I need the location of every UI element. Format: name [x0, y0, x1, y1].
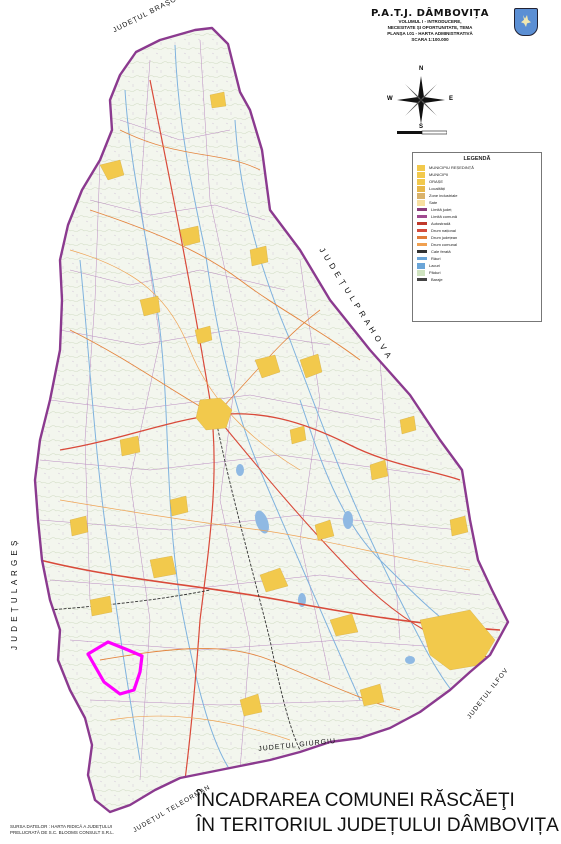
map-title: P.A.T.J. DÂMBOVIȚA	[371, 8, 489, 19]
legend-swatch	[417, 243, 427, 246]
legend-row: Păduri	[413, 269, 541, 276]
legend-row: Limită județ	[413, 206, 541, 213]
legend-swatch	[417, 250, 427, 253]
legend-label: Zone industriale	[429, 193, 458, 198]
legend-title: LEGENDĂ	[463, 156, 491, 162]
legend-swatch	[417, 199, 425, 206]
compass-rose-icon: N S W E	[387, 66, 453, 130]
legend-row: Drum național	[413, 227, 541, 234]
compass-south: S	[419, 124, 424, 130]
map-legend: LEGENDĂ MUNICIPIU REȘEDINȚĂ MUNICIPII ORAȘ…	[412, 152, 542, 322]
legend-row: Lacuri	[413, 262, 541, 269]
map-subtitle-1: VOLUMUL I - INTRODUCERE,	[398, 19, 462, 24]
source-note: SURSA DATELOR : HARTA RIDICĂ A JUDEȚULUI…	[10, 824, 114, 836]
legend-label: Baraje	[431, 277, 443, 282]
legend-row: MUNICIPII	[413, 171, 541, 178]
county-border	[33, 26, 510, 814]
bottom-title-line-2: ÎN TERITORIUL JUDEȚULUI DÂMBOVIȚA	[196, 815, 559, 836]
map-subtitle-2: NECESITATE ȘI OPORTUNITATE, TEMA	[387, 25, 473, 30]
county-crest-icon	[514, 8, 538, 36]
legend-swatch	[417, 192, 425, 199]
legend-swatch	[417, 208, 427, 211]
map-title-block: P.A.T.J. DÂMBOVIȚA VOLUMUL I - INTRODUCE…	[345, 8, 515, 50]
commune-boundaries	[39, 39, 481, 781]
legend-swatch	[417, 215, 427, 218]
legend-label: Limită județ	[431, 207, 452, 212]
legend-label: Drum comunal	[431, 242, 458, 247]
settlements	[69, 91, 496, 717]
legend-label: Râuri	[431, 256, 441, 261]
source-note-line-2: PRELUCRATĂ DE S.C. BLOOMS CONSULT S.R.L.	[10, 830, 115, 835]
compass-north: N	[419, 66, 424, 72]
legend-label: Autostradă	[431, 221, 451, 226]
legend-swatch	[417, 171, 425, 178]
legend-row: Drum județean	[413, 234, 541, 241]
legend-label: Drum național	[431, 228, 456, 233]
legend-row: Zone industriale	[413, 192, 541, 199]
legend-label: ORAȘE	[429, 179, 444, 184]
bottom-title-line-1: ÎNCADRAREA COMUNEI RĂSCĂEŢI	[196, 790, 515, 811]
legend-row: Drum comunal	[413, 241, 541, 248]
county-area	[33, 26, 510, 814]
legend-swatch	[417, 262, 425, 269]
legend-swatch	[417, 269, 425, 276]
legend-swatch	[417, 257, 427, 260]
legend-swatch	[417, 222, 427, 225]
legend-label: Localități	[429, 186, 445, 191]
legend-row: Sate	[413, 199, 541, 206]
source-note-line-1: SURSA DATELOR : HARTA RIDICĂ A JUDEȚULUI	[10, 824, 113, 829]
map-subtitle-3: PLANȘA I.01 - HARTA ADMINISTRATIVĂ	[387, 31, 473, 36]
legend-swatch	[417, 185, 425, 192]
legend-label: Limită comună	[431, 214, 458, 219]
label-judetul-arges: J U D E Ț U L A R G E Ș	[10, 539, 19, 650]
compass-east: E	[449, 96, 454, 102]
legend-label: Drum județean	[431, 235, 458, 240]
legend-swatch	[417, 229, 427, 232]
legend-row: ORAȘE	[413, 178, 541, 185]
legend-row: Limită comună	[413, 213, 541, 220]
legend-label: Sate	[429, 200, 438, 205]
legend-label: Păduri	[429, 270, 441, 275]
legend-row: Râuri	[413, 255, 541, 262]
legend-row: Cale ferată	[413, 248, 541, 255]
legend-row: MUNICIPIU REȘEDINȚĂ	[413, 164, 541, 171]
legend-label: MUNICIPII	[429, 172, 449, 177]
compass-west: W	[387, 96, 393, 102]
legend-swatch	[417, 236, 427, 239]
legend-swatch	[417, 164, 425, 171]
map-scale-text: SCARA 1:100.000	[411, 37, 449, 42]
rascaeti-commune-outline	[86, 640, 144, 696]
rivers	[79, 44, 471, 771]
legend-label: Cale ferată	[431, 249, 451, 254]
scale-bar	[397, 124, 448, 135]
legend-swatch	[417, 278, 427, 281]
legend-row: Baraje	[413, 276, 541, 283]
legend-label: MUNICIPIU REȘEDINȚĂ	[429, 165, 474, 170]
legend-swatch	[417, 178, 425, 185]
legend-row: Localități	[413, 185, 541, 192]
legend-label: Lacuri	[429, 263, 440, 268]
legend-row: Autostradă	[413, 220, 541, 227]
